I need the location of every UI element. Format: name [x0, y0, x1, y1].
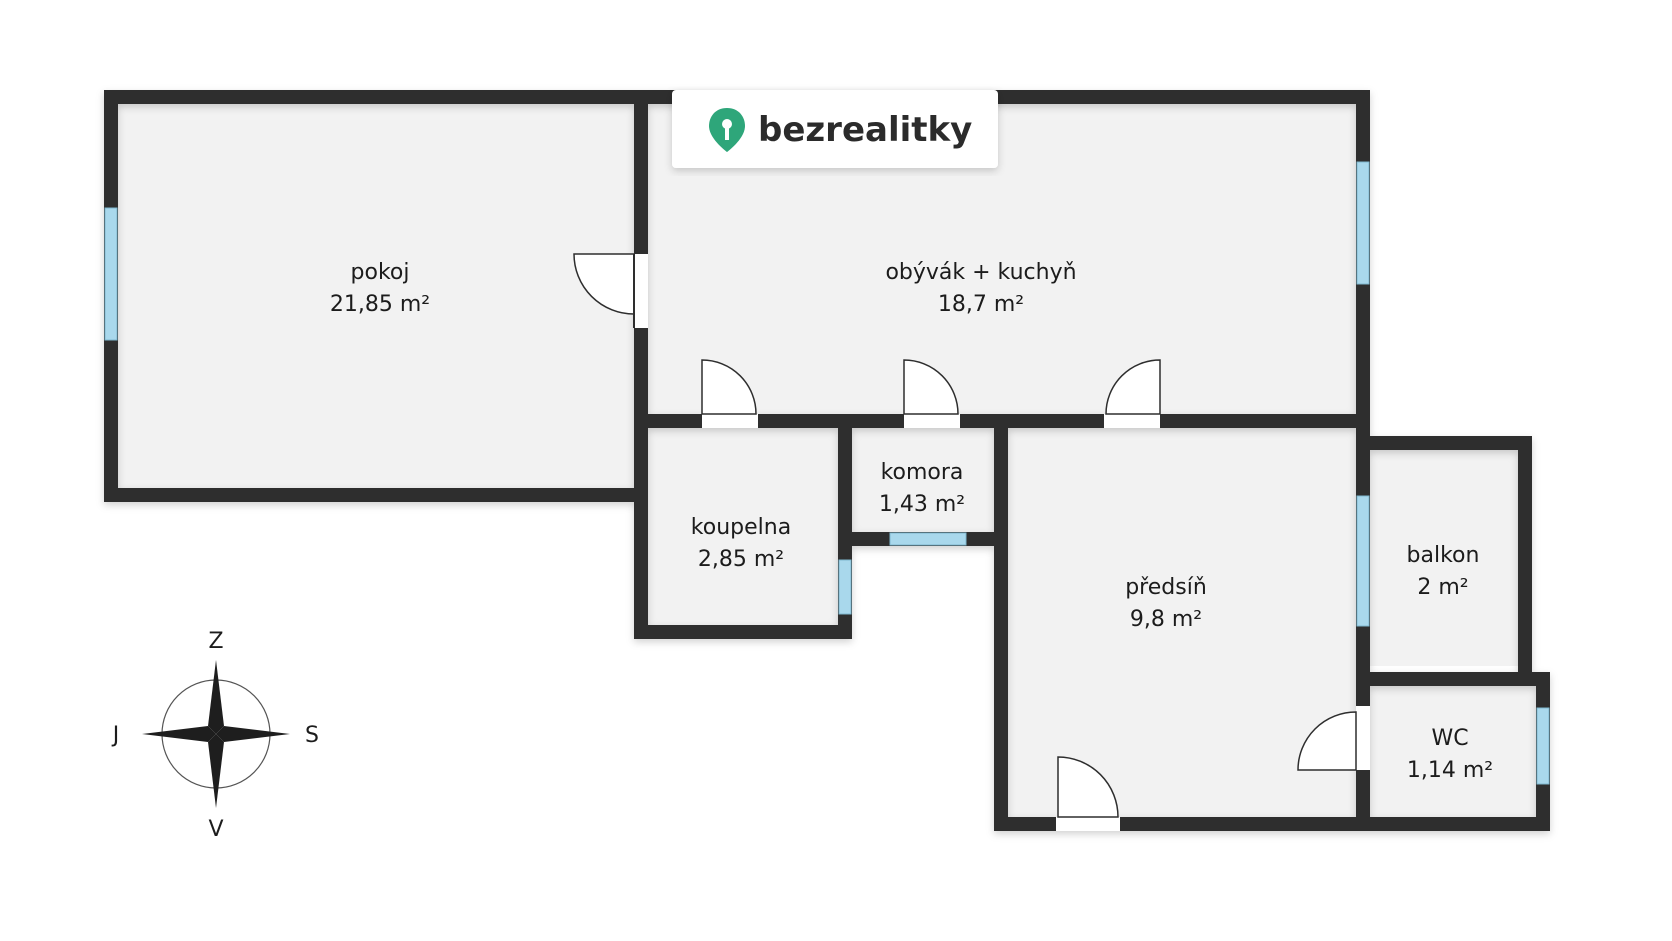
floor-komora — [852, 428, 994, 532]
floor-predsin — [1008, 428, 1356, 817]
room-name-pokoj: pokoj — [351, 260, 410, 285]
compass-east-label: S — [305, 723, 319, 748]
compass-rose-icon — [142, 660, 290, 808]
room-area-pokoj: 21,85 m² — [330, 292, 430, 317]
room-area-wc: 1,14 m² — [1407, 758, 1493, 783]
room-name-wc: WC — [1431, 726, 1468, 751]
floors — [118, 104, 1536, 817]
room-name-komora: komora — [881, 460, 964, 485]
floor-balkon — [1370, 450, 1518, 666]
room-area-koupelna: 2,85 m² — [698, 547, 784, 572]
window-komora — [889, 532, 967, 546]
room-area-obyvak: 18,7 m² — [938, 292, 1024, 317]
compass-north-label: Z — [208, 629, 223, 654]
window-predsin — [1356, 495, 1370, 627]
room-name-obyvak: obývák + kuchyň — [885, 260, 1076, 285]
compass-west-label: J — [111, 723, 120, 748]
compass: Z V J S — [111, 629, 319, 842]
room-area-predsin: 9,8 m² — [1130, 607, 1202, 632]
room-area-komora: 1,43 m² — [879, 492, 965, 517]
door-entrance — [1056, 756, 1120, 831]
brand-logo: bezrealitky — [672, 90, 998, 168]
window-wc — [1536, 707, 1550, 785]
door-wc — [1297, 706, 1370, 771]
compass-south-label: V — [208, 817, 223, 842]
room-name-predsin: předsíň — [1125, 575, 1207, 600]
doors — [573, 253, 1370, 831]
door-pokoj — [573, 253, 648, 328]
door-predsin — [1104, 359, 1161, 428]
brand-name: bezrealitky — [758, 110, 972, 150]
floor-wc — [1370, 686, 1536, 817]
map-pin-key-icon — [709, 108, 745, 152]
room-area-balkon: 2 m² — [1417, 575, 1468, 600]
room-name-koupelna: koupelna — [691, 515, 791, 540]
door-komora — [903, 359, 960, 428]
door-koupelna — [701, 359, 758, 428]
floor-pokoj — [118, 104, 634, 488]
windows — [104, 161, 1550, 785]
room-labels: pokoj 21,85 m² obývák + kuchyň 18,7 m² k… — [330, 260, 1493, 783]
window-obyvak — [1356, 161, 1370, 285]
room-name-balkon: balkon — [1407, 543, 1480, 568]
window-pokoj — [104, 207, 118, 341]
floor-koupelna — [648, 428, 838, 625]
window-koupelna — [838, 559, 852, 615]
